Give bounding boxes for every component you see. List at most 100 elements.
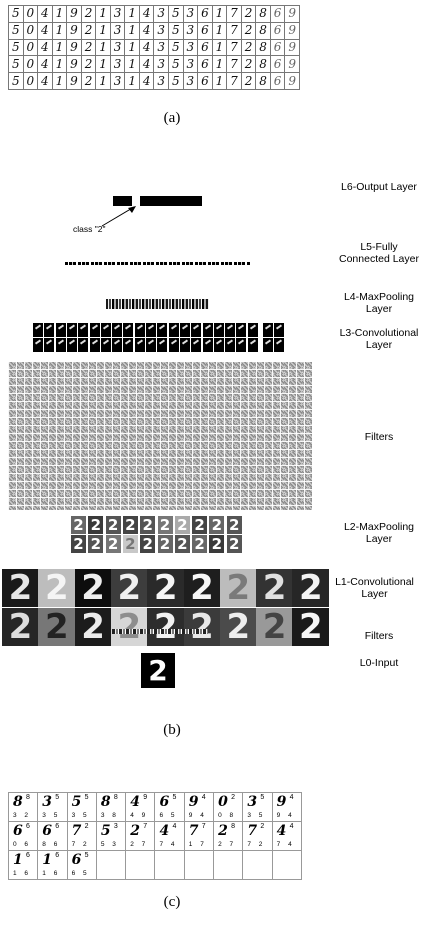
digit-cell: 7	[227, 56, 242, 73]
digit-cell: 1	[52, 22, 67, 39]
digit-cell: 2	[81, 73, 96, 90]
feature-map	[263, 323, 273, 337]
feature-map	[135, 338, 145, 352]
feature-map	[169, 338, 179, 352]
digit-glyph: 3	[42, 794, 52, 810]
pooled-map: 2	[140, 516, 155, 534]
digit-cell: 1	[212, 73, 227, 90]
true-label: 2	[260, 823, 264, 830]
digit-cell: 2	[81, 56, 96, 73]
predicted-labels: 1 6	[13, 870, 31, 877]
error-cell: 020 8	[214, 793, 243, 822]
digit-cell: 2	[241, 73, 256, 90]
digit-cell: 6	[270, 56, 285, 73]
feature-map	[248, 323, 258, 337]
error-cell: 727 2	[67, 822, 96, 851]
pooled-map: 2	[158, 535, 173, 553]
digit-cell: 2	[241, 39, 256, 56]
empty-cell	[126, 851, 155, 880]
digit-cell: 1	[212, 6, 227, 23]
feature-map	[146, 323, 156, 337]
digit-cell: 5	[9, 56, 24, 73]
digit-cell: 1	[125, 6, 140, 23]
digit-cell: 0	[23, 73, 38, 90]
digit-cell: 4	[139, 73, 154, 90]
digit-cell: 0	[23, 56, 38, 73]
digit-cell: 9	[285, 22, 300, 39]
feature-map	[101, 323, 111, 337]
predicted-labels: 9 4	[189, 812, 207, 819]
digit-cell: 6	[270, 39, 285, 56]
true-label: 8	[231, 823, 235, 830]
maxpooling-strip	[106, 299, 209, 309]
true-label: 5	[172, 794, 176, 801]
error-cell: 668 6	[38, 822, 67, 851]
digit-glyph: 9	[189, 794, 199, 810]
predicted-labels: 3 5	[247, 812, 265, 819]
feature-map	[33, 323, 43, 337]
feature-map	[180, 323, 190, 337]
pooled-map: 2	[140, 535, 155, 553]
predicted-labels: 2 7	[218, 841, 236, 848]
error-cell: 656 5	[155, 793, 184, 822]
feature-map	[225, 338, 235, 352]
digit-cell: 8	[256, 56, 271, 73]
digit-cell: 1	[125, 56, 140, 73]
filter-grid	[8, 362, 312, 510]
feature-map	[123, 323, 133, 337]
digit-cell: 2	[81, 6, 96, 23]
feature-map	[157, 338, 167, 352]
digit-cell: 1	[125, 73, 140, 90]
digit-cell: 3	[154, 22, 169, 39]
class-annotation: class "2"	[73, 223, 106, 235]
true-label: 6	[55, 852, 59, 859]
digit-cell: 4	[139, 39, 154, 56]
digit-cell: 3	[154, 56, 169, 73]
digit-cell: 8	[256, 6, 271, 23]
true-label: 4	[172, 823, 176, 830]
error-cell: 660 6	[9, 822, 38, 851]
misclassified-digit-grid: 883 2353 5553 5883 8494 9656 5949 4020 8…	[8, 792, 302, 880]
digit-cell: 9	[67, 22, 82, 39]
feature-map	[90, 338, 100, 352]
label-filters-top: Filters	[334, 431, 423, 443]
conv-map: 2	[111, 608, 148, 646]
pooled-map: 2	[158, 516, 173, 534]
label-l0: L0-Input	[334, 657, 423, 669]
digit-glyph: 2	[130, 823, 140, 839]
feature-map	[146, 338, 156, 352]
true-label: 5	[55, 794, 59, 801]
predicted-labels: 4 9	[130, 812, 148, 819]
conv-map: 2	[111, 569, 148, 607]
digit-cell: 4	[38, 73, 53, 90]
digit-glyph: 8	[13, 794, 23, 810]
feature-map	[67, 323, 77, 337]
conv-map: 2	[2, 608, 39, 646]
pooled-map: 2	[209, 535, 224, 553]
label-l6: L6-Output Layer	[334, 181, 423, 193]
feature-map	[67, 338, 77, 352]
caption-a: (a)	[0, 110, 344, 127]
predicted-labels: 5 3	[101, 841, 119, 848]
true-label: 6	[55, 823, 59, 830]
predicted-labels: 0 6	[13, 841, 31, 848]
digit-cell: 6	[198, 39, 213, 56]
digit-cell: 3	[110, 6, 125, 23]
digit-cell: 6	[198, 73, 213, 90]
digit-cell: 5	[169, 73, 184, 90]
output-unit-block	[140, 196, 202, 206]
label-l4: L4-MaxPooling Layer	[334, 291, 423, 315]
digit-cell: 6	[270, 22, 285, 39]
digit-cell: 2	[81, 39, 96, 56]
true-label: 8	[114, 794, 118, 801]
caption-b: (b)	[0, 722, 344, 739]
digit-cell: 2	[241, 22, 256, 39]
digit-cell: 3	[183, 56, 198, 73]
digit-cell: 8	[256, 73, 271, 90]
digit-cell: 6	[270, 6, 285, 23]
